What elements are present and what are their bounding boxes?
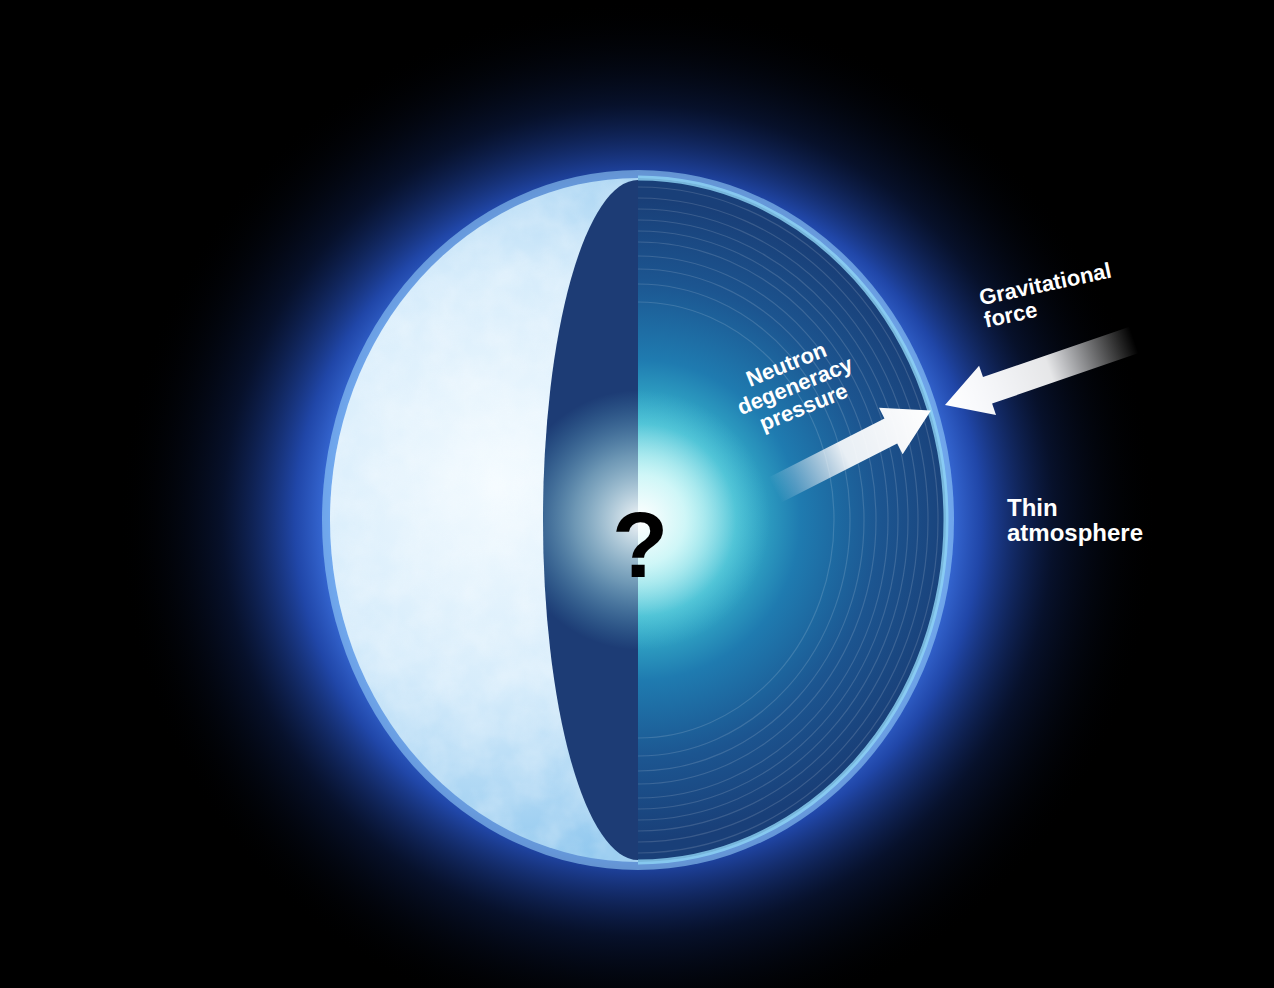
- gravity-arrow: [937, 315, 1143, 429]
- star-surface: [330, 178, 946, 862]
- surface-texture: [330, 178, 946, 862]
- thin-atmosphere-rim: [638, 178, 946, 862]
- glow-halo: [118, 0, 1158, 988]
- core-question-mark: ?: [612, 497, 668, 594]
- atmosphere-glow: [322, 170, 954, 870]
- core-glow: [510, 390, 770, 650]
- atmosphere-label: Thin atmosphere: [1007, 495, 1157, 545]
